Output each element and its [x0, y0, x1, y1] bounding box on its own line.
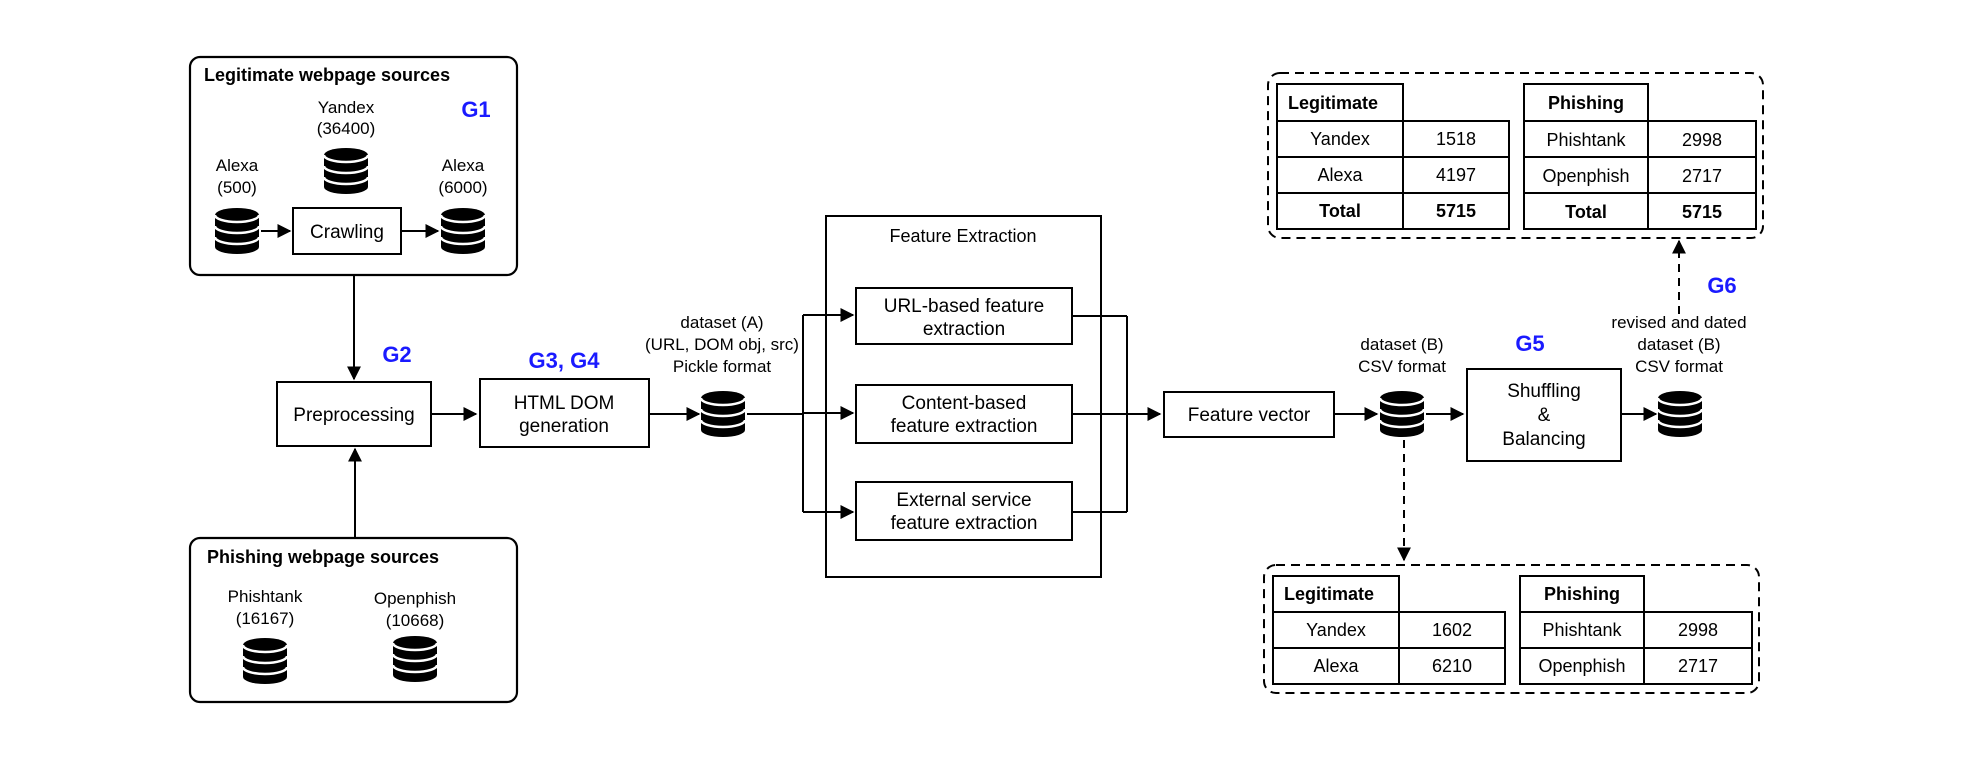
top-legit-header: Legitimate	[1288, 93, 1378, 113]
top-phish-row2-name: Openphish	[1542, 166, 1629, 186]
url-feature-box	[855, 287, 1073, 345]
top-legit-row2-value: 4197	[1436, 165, 1476, 185]
alexa-out-count: (6000)	[438, 178, 487, 197]
content-feature-box	[855, 384, 1073, 444]
bottom-legit-table	[1272, 611, 1506, 685]
top-phish-table	[1523, 120, 1757, 230]
top-legit-row1-value: 1518	[1436, 129, 1476, 149]
phishtank-label: Phishtank	[228, 587, 303, 606]
top-legit-total-label: Total	[1319, 201, 1361, 221]
bottom-phish-table	[1519, 611, 1753, 685]
g6-tag: G6	[1707, 273, 1736, 298]
shuffling-line1: Shuffling	[1507, 381, 1581, 402]
bottom-phish-header: Phishing	[1544, 584, 1620, 604]
url-feature-line1: URL-based feature	[884, 296, 1045, 317]
top-legit-row1-name: Yandex	[1310, 129, 1370, 149]
top-phish-total-label: Total	[1565, 202, 1607, 222]
preprocessing-box	[276, 381, 432, 447]
alexa-in-count: (500)	[217, 178, 257, 197]
openphish-label: Openphish	[374, 589, 456, 608]
external-feature-line1: External service	[896, 490, 1031, 511]
bottom-legit-row2-name: Alexa	[1313, 656, 1359, 676]
bottom-phish-header-cell	[1519, 575, 1645, 613]
external-feature-line2: feature extraction	[891, 513, 1038, 534]
top-phish-row1-name: Phishtank	[1546, 130, 1626, 150]
g5-tag: G5	[1515, 331, 1544, 356]
bottom-tables-panel	[1263, 564, 1760, 694]
phishtank-database-icon	[241, 636, 289, 686]
preprocessing-label: Preprocessing	[293, 405, 414, 426]
top-phish-header-cell	[1523, 83, 1649, 122]
revised-line2: dataset (B)	[1637, 335, 1720, 354]
url-feature-line2: extraction	[923, 319, 1005, 340]
top-legit-header-cell	[1276, 83, 1404, 122]
revised-dataset-database-icon	[1656, 389, 1704, 439]
top-tables-panel	[1267, 72, 1764, 239]
dom-generation-line2: generation	[519, 416, 609, 437]
dataset-b-line1: dataset (B)	[1360, 335, 1443, 354]
feature-vector-label: Feature vector	[1188, 405, 1311, 426]
yandex-count: (36400)	[317, 119, 376, 138]
alexa-in-database-icon	[213, 206, 261, 256]
dataset-b-line2: CSV format	[1358, 357, 1446, 376]
bottom-legit-row1-name: Yandex	[1306, 620, 1366, 640]
bottom-legit-header-cell	[1272, 575, 1400, 613]
revised-line1: revised and dated	[1611, 313, 1746, 332]
top-phish-row2-value: 2717	[1682, 166, 1722, 186]
shuffling-line3: Balancing	[1502, 429, 1585, 450]
shuffling-line2: &	[1538, 405, 1551, 426]
bottom-phish-row2-name: Openphish	[1538, 656, 1625, 676]
bottom-legit-header: Legitimate	[1284, 584, 1374, 604]
bottom-phish-row1-value: 2998	[1678, 620, 1718, 640]
bottom-legit-row2-value: 6210	[1432, 656, 1472, 676]
dataset-b-database-icon	[1378, 389, 1426, 439]
revised-line3: CSV format	[1635, 357, 1723, 376]
external-feature-box	[855, 481, 1073, 541]
g2-tag: G2	[382, 342, 411, 367]
g3-g4-tag: G3, G4	[529, 348, 601, 373]
yandex-label: Yandex	[318, 98, 375, 117]
g1-tag: G1	[461, 97, 490, 122]
top-legit-table	[1276, 120, 1510, 230]
content-feature-line1: Content-based	[902, 393, 1027, 414]
feature-extraction-title: Feature Extraction	[889, 226, 1036, 246]
crawling-label: Crawling	[310, 222, 384, 243]
top-phish-total-value: 5715	[1682, 202, 1722, 222]
top-phish-row1-value: 2998	[1682, 130, 1722, 150]
feature-vector-box	[1163, 391, 1335, 438]
dataset-a-line3: Pickle format	[673, 357, 772, 376]
dom-generation-line1: HTML DOM	[514, 393, 615, 414]
bottom-phish-row2-value: 2717	[1678, 656, 1718, 676]
alexa-out-database-icon	[439, 206, 487, 256]
crawling-box	[292, 207, 402, 255]
phishtank-count: (16167)	[236, 609, 295, 628]
shuffling-balancing-box	[1466, 368, 1622, 462]
alexa-out-label: Alexa	[442, 156, 485, 175]
legit-sources-title: Legitimate webpage sources	[204, 65, 450, 85]
content-feature-line2: feature extraction	[891, 416, 1038, 437]
dataset-a-line1: dataset (A)	[680, 313, 763, 332]
alexa-in-label: Alexa	[216, 156, 259, 175]
top-phish-header: Phishing	[1548, 93, 1624, 113]
dataset-a-database-icon	[699, 389, 747, 439]
bottom-phish-row1-name: Phishtank	[1542, 620, 1622, 640]
bottom-legit-row1-value: 1602	[1432, 620, 1472, 640]
phish-sources-title: Phishing webpage sources	[207, 547, 439, 567]
dataset-a-line2: (URL, DOM obj, src)	[645, 335, 799, 354]
openphish-count: (10668)	[386, 611, 445, 630]
yandex-database-icon	[322, 146, 370, 196]
top-legit-total-value: 5715	[1436, 201, 1476, 221]
openphish-database-icon	[391, 634, 439, 684]
top-legit-row2-name: Alexa	[1317, 165, 1363, 185]
